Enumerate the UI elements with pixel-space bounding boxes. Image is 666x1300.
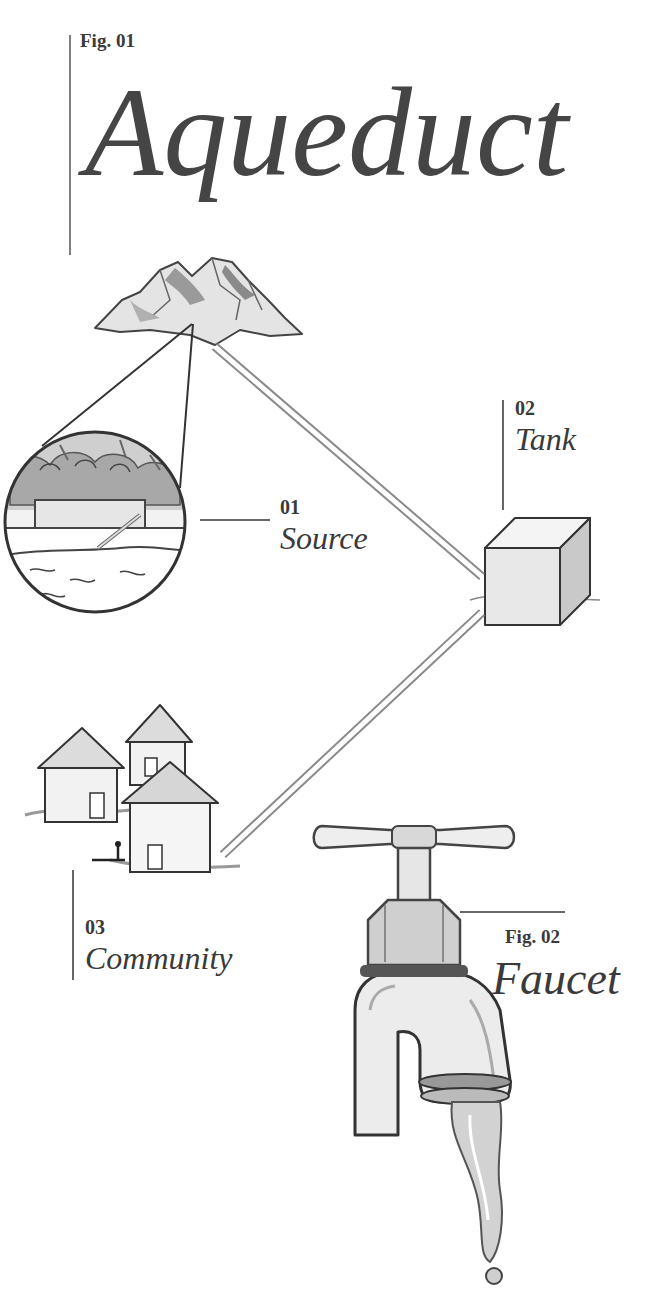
leader-line (72, 870, 74, 980)
pipe-line (220, 610, 479, 852)
callout-number: 01 (280, 496, 300, 519)
pipe-connector (220, 610, 484, 857)
pipe-connector (212, 344, 484, 580)
part-label: Faucet (492, 952, 620, 1005)
leader-line (200, 519, 270, 521)
faucet (314, 826, 514, 1284)
figure-number: Fig. 01 (80, 30, 135, 52)
part-label: Community (85, 940, 233, 977)
title-rule (69, 35, 71, 255)
zoom-line (180, 324, 193, 488)
pipe-line (212, 349, 479, 579)
zoom-line (42, 324, 192, 446)
diagram-title: Aqueduct (85, 62, 568, 203)
part-label: Tank (515, 421, 576, 458)
pipe-line (225, 615, 484, 857)
mountain (95, 258, 302, 345)
community-huts (25, 705, 240, 872)
source-node: 01Source (95, 258, 305, 353)
tank-cube (470, 518, 600, 625)
callout-number: 02 (515, 397, 535, 420)
source-closeup (0, 430, 200, 618)
community-node: 03Community (25, 700, 240, 880)
leader-line (502, 400, 504, 510)
leader-line (460, 911, 565, 913)
pipe-line (217, 344, 484, 574)
figure-number: Fig. 02 (505, 926, 560, 948)
part-label: Source (280, 520, 368, 557)
callout-number: 03 (85, 916, 105, 939)
tank-node: 02Tank (482, 515, 592, 627)
